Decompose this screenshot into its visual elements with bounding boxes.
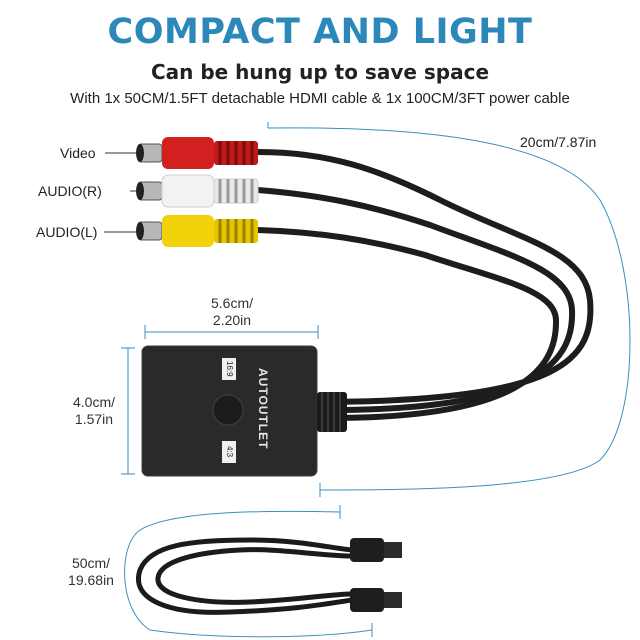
audio-l-rca-plug [136, 215, 258, 247]
mode-4-3-label: 4:3 [225, 446, 234, 458]
subheadline: Can be hung up to save space [150, 60, 490, 84]
hdmi-length-line1: 50cm/ [71, 555, 111, 571]
device-width-line1: 5.6cm/ [210, 295, 253, 311]
hdmi-length-line2: 19.68in [68, 572, 114, 588]
cable-length-label: 20cm/7.87in [520, 134, 597, 150]
device-height-label: 4.0cm/ 1.57in [62, 394, 126, 428]
device-height-dimension [121, 347, 135, 475]
label-leader-lines [104, 152, 136, 233]
hdmi-plug-bottom [350, 588, 402, 612]
audio-r-rca-plug [136, 174, 259, 208]
rca-cable-bundle [255, 149, 594, 421]
hdmi-plug-top [350, 538, 402, 562]
cable-length-dimension [267, 122, 631, 497]
package-detail: With 1x 50CM/1.5FT detachable HDMI cable… [70, 90, 570, 107]
device-width-line2: 2.20in [212, 312, 252, 328]
video-label: Video [60, 145, 96, 161]
device-width-dimension [144, 325, 319, 339]
device-width-label: 5.6cm/ 2.20in [192, 295, 272, 329]
hdmi-length-label: 50cm/ 19.68in [58, 555, 124, 589]
device-height-line1: 4.0cm/ [72, 394, 115, 410]
audio-l-label: AUDIO(L) [36, 224, 98, 240]
headline: COMPACT AND LIGHT [107, 12, 533, 52]
hdmi-cable [136, 537, 355, 615]
hdmi-length-dimension [124, 505, 373, 638]
audio-r-label: AUDIO(R) [38, 183, 102, 199]
mode-16-9-label: 16:9 [225, 361, 234, 377]
device-height-line2: 1.57in [74, 411, 114, 427]
converter-device [141, 345, 347, 477]
brand-label: AUTOUTLET [256, 368, 270, 450]
mode-switch-button [212, 394, 244, 426]
video-rca-plug [136, 137, 258, 169]
